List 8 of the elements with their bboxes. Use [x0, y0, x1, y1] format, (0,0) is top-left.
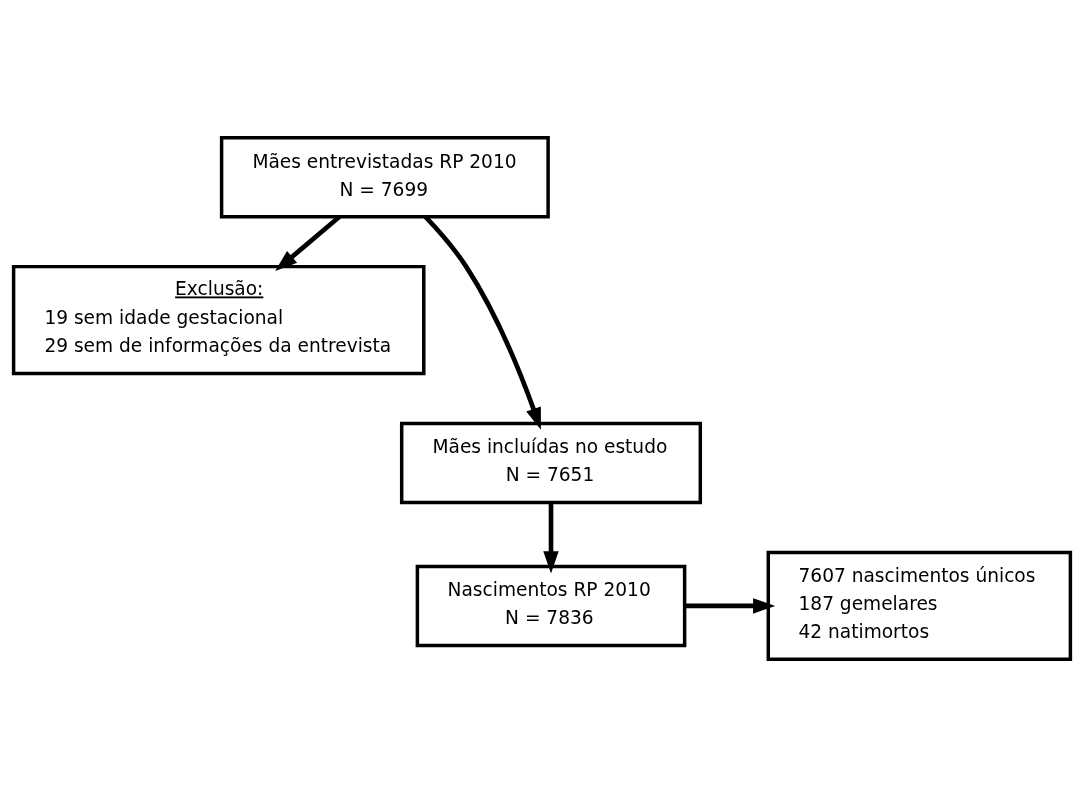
node-box: 7607 nascimentos únicos 187 gemelares 42 natimortos: [766, 550, 1073, 662]
arrow: [423, 215, 541, 430]
node-box: Mães incluídas no estudo N = 7651: [399, 421, 703, 505]
arrow: [684, 598, 776, 614]
arrow: [543, 502, 559, 574]
node-box: Mães entrevistadas RP 2010 N = 7699: [219, 135, 550, 219]
node-box: Nascimentos RP 2010 N = 7836: [415, 564, 687, 648]
node-box: Exclusão: 19 sem idade gestacional 29 sem de informações da entrevista: [11, 264, 426, 376]
